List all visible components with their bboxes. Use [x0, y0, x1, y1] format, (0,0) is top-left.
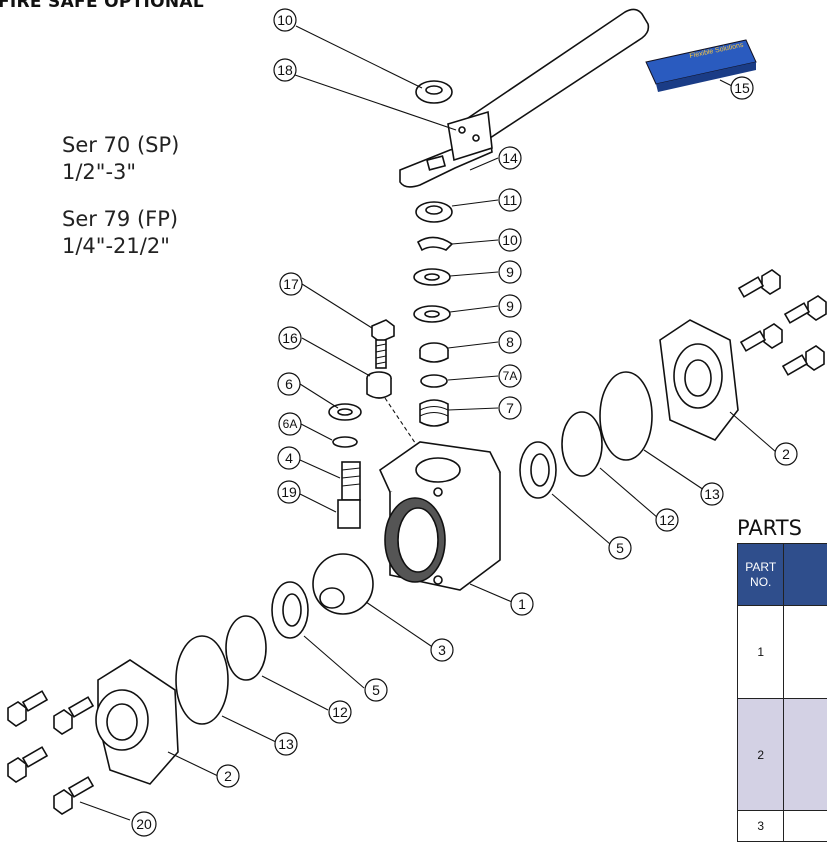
svg-text:10: 10 — [502, 232, 518, 248]
parts-table-title: PARTS — [737, 516, 802, 540]
stem-4 — [329, 404, 361, 528]
svg-text:12: 12 — [332, 704, 348, 720]
svg-text:2: 2 — [224, 768, 232, 784]
seal-12-left — [226, 616, 266, 680]
end-cap-2-right — [660, 320, 738, 440]
callout-13-left: 13 — [275, 733, 297, 755]
part-no-cell: 1 — [738, 606, 784, 699]
svg-text:11: 11 — [503, 192, 518, 208]
svg-text:7: 7 — [506, 400, 514, 416]
callout-12-left: 12 — [329, 701, 351, 723]
callout-20: 20 — [132, 812, 156, 836]
callout-13-right: 13 — [701, 483, 723, 505]
part-no-cell: 2 — [738, 699, 784, 811]
svg-text:6A: 6A — [283, 417, 298, 431]
callout-8: 8 — [499, 331, 521, 353]
svg-text:5: 5 — [616, 540, 624, 556]
callout-5-right: 5 — [609, 537, 631, 559]
callout-7a: 7A — [499, 365, 521, 387]
svg-text:8: 8 — [506, 334, 514, 350]
callout-14: 14 — [499, 147, 521, 169]
svg-text:7A: 7A — [503, 369, 518, 383]
svg-text:13: 13 — [704, 486, 720, 502]
callout-10: 10 — [499, 229, 521, 251]
svg-text:16: 16 — [282, 330, 298, 346]
table-row: 2 — [738, 699, 827, 811]
table-row: 1 — [738, 606, 827, 699]
svg-text:9: 9 — [506, 264, 514, 280]
part-no-cell: 3 — [738, 811, 784, 842]
svg-text:6: 6 — [285, 376, 293, 392]
seat-5-right-inner — [531, 454, 549, 486]
svg-text:17: 17 — [283, 276, 299, 292]
svg-text:3: 3 — [438, 642, 446, 658]
svg-text:13: 13 — [278, 736, 294, 752]
callout-19: 19 — [278, 481, 300, 503]
seal-13-left — [176, 636, 228, 724]
callout-10-top: 10 — [274, 9, 296, 31]
callout-3: 3 — [431, 639, 453, 661]
svg-text:14: 14 — [502, 150, 518, 166]
description-header — [784, 544, 827, 606]
seal-13-right — [600, 372, 652, 460]
callout-5-left: 5 — [365, 679, 387, 701]
svg-text:20: 20 — [136, 816, 152, 832]
callout-9-lower: 9 — [499, 295, 521, 317]
stem-stack — [414, 81, 452, 426]
callout-15: 15 — [731, 77, 753, 99]
svg-text:4: 4 — [285, 450, 293, 466]
callout-6: 6 — [278, 373, 300, 395]
callout-7: 7 — [499, 397, 521, 419]
callout-2-left: 2 — [217, 765, 239, 787]
callout-17: 17 — [280, 273, 302, 295]
callout-16: 16 — [279, 327, 301, 349]
callout-4: 4 — [278, 447, 300, 469]
svg-text:19: 19 — [281, 484, 297, 500]
callout-6a: 6A — [279, 413, 301, 435]
part-no-header: PART NO. — [738, 544, 784, 606]
valve-body — [380, 442, 500, 590]
callout-2-right: 2 — [775, 443, 797, 465]
seal-12-right — [562, 412, 602, 476]
seat-5-left-inner — [283, 594, 301, 626]
callout-18: 18 — [274, 59, 296, 81]
end-bolts-right — [739, 270, 826, 375]
callout-9-upper: 9 — [499, 261, 521, 283]
end-cap-2-left — [96, 660, 178, 784]
callout-12-right: 12 — [656, 509, 678, 531]
svg-text:18: 18 — [277, 62, 293, 78]
svg-text:10: 10 — [277, 12, 293, 28]
svg-text:9: 9 — [506, 298, 514, 314]
table-row: 3 — [738, 811, 827, 842]
callout-1: 1 — [511, 593, 533, 615]
svg-text:1: 1 — [518, 596, 526, 612]
callout-11: 11 — [499, 189, 521, 211]
svg-text:15: 15 — [734, 80, 750, 96]
svg-text:2: 2 — [782, 446, 790, 462]
svg-text:12: 12 — [659, 512, 675, 528]
ball-3 — [313, 554, 373, 614]
end-bolts-left — [8, 691, 93, 814]
svg-text:5: 5 — [372, 682, 380, 698]
parts-table: PART NO. 1 2 3 — [737, 543, 827, 842]
